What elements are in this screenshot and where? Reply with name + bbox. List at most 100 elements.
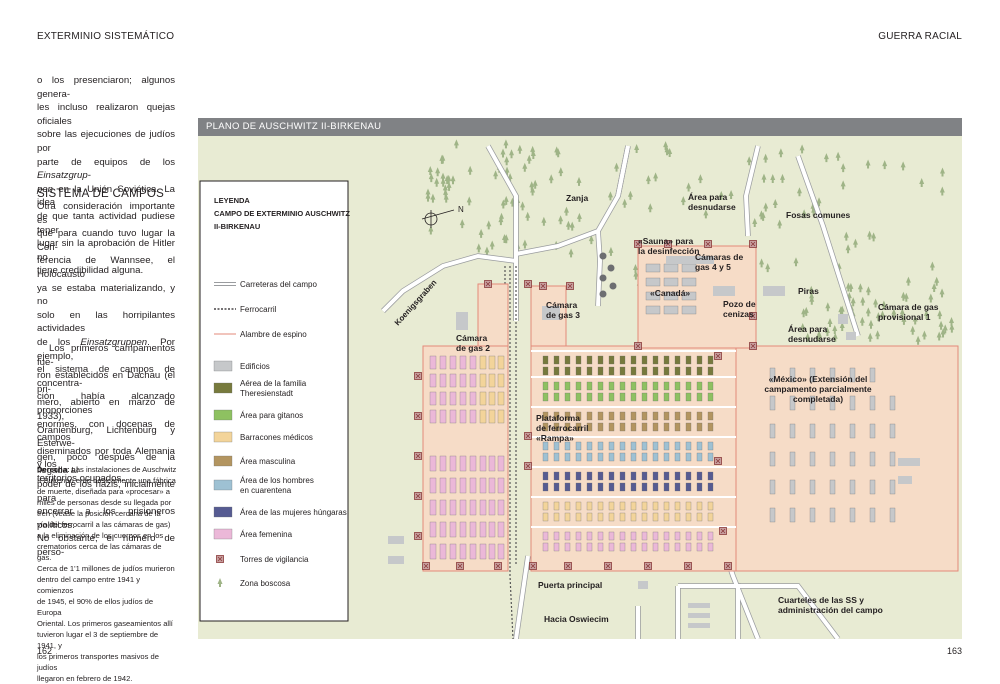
text-line: mero, abierto en marzo de 1933), — [37, 397, 175, 422]
camp-barrack — [685, 441, 692, 451]
camp-barrack — [630, 501, 637, 511]
legend-label: Área de los hombres — [240, 476, 314, 485]
warehouse — [681, 263, 697, 273]
camp-barrack — [564, 366, 571, 376]
legend-label: Carreteras del campo — [240, 280, 317, 289]
camp-barrack — [707, 471, 714, 481]
legend-swatch — [213, 528, 233, 540]
camp-barrack — [608, 501, 615, 511]
tree-icon — [800, 323, 806, 333]
label-undress-2: Área para — [788, 324, 827, 334]
camp-barrack — [696, 512, 703, 522]
camp-barrack — [564, 422, 571, 432]
tree-icon — [627, 190, 633, 200]
watchtower-cross — [645, 563, 651, 569]
tree-icon — [839, 305, 845, 315]
tree-icon — [608, 246, 614, 256]
camp-barrack — [553, 366, 560, 376]
camp-barrack — [597, 471, 604, 481]
camp-barrack — [685, 411, 692, 421]
tree-icon — [937, 310, 943, 320]
label-mexico: completada) — [793, 394, 843, 404]
medical-barrack — [488, 409, 496, 424]
label-ash-pit: Pozo de — [723, 299, 756, 309]
tree-icon — [525, 211, 531, 221]
label-gas-4-5: Cámaras de — [695, 252, 743, 262]
camp-barrack — [685, 512, 692, 522]
mexico-barrack — [869, 395, 876, 411]
watchtower-cross — [720, 528, 726, 534]
map-title: PLANO DE AUSCHWITZ II-BIRKENAU — [206, 121, 382, 132]
tree-icon — [440, 172, 446, 182]
camp-barrack — [641, 482, 648, 492]
legend-swatch — [213, 382, 233, 394]
railway — [509, 266, 514, 639]
camp-barrack — [542, 381, 549, 391]
camp-barrack — [641, 531, 648, 541]
women-barrack — [449, 391, 457, 406]
text-line: o los presenciaron; algunos genera- — [37, 75, 175, 100]
text-line: de que tanta actividad pudiese tener — [37, 210, 175, 236]
camp-barrack — [564, 452, 571, 462]
camp-barrack — [696, 366, 703, 376]
women-barrack — [449, 499, 457, 516]
tree-icon — [633, 270, 639, 280]
camp-barrack — [707, 422, 714, 432]
pool — [607, 264, 615, 272]
camp-barrack — [553, 381, 560, 391]
camp-barrack — [685, 471, 692, 481]
tree-icon — [910, 325, 916, 335]
tree-icon — [558, 167, 564, 177]
camp-barrack — [586, 355, 593, 365]
road — [796, 155, 860, 337]
women-barrack — [469, 391, 477, 406]
tree-icon — [434, 177, 440, 187]
camp-barrack — [575, 422, 582, 432]
tree-icon — [217, 578, 223, 587]
women-barrack — [469, 455, 477, 472]
camp-barrack — [641, 392, 648, 402]
women-barrack — [439, 477, 447, 494]
medical-barrack — [497, 409, 505, 424]
mexico-barrack — [849, 507, 856, 523]
tree-icon — [428, 225, 434, 235]
watchtower-cross — [495, 563, 501, 569]
legend-label: Zona boscosa — [240, 579, 291, 588]
mexico-barrack — [869, 423, 876, 439]
caption-line: a la eliminación de los cuerpos en los — [37, 531, 164, 540]
warehouse — [645, 263, 661, 273]
medical-barrack — [488, 373, 496, 388]
camp-barrack — [652, 452, 659, 462]
camp-barrack — [663, 482, 670, 492]
tree-icon — [938, 320, 944, 330]
camp-barrack — [575, 512, 582, 522]
legend-label: Área de las mujeres húngaras — [240, 508, 347, 517]
camp-barrack — [553, 512, 560, 522]
tree-icon — [667, 148, 673, 158]
tree-icon — [881, 300, 887, 310]
camp-barrack — [674, 392, 681, 402]
mexico-barrack — [849, 395, 856, 411]
medical-barrack — [497, 355, 505, 370]
tree-icon — [576, 212, 582, 222]
camp-compounds — [388, 240, 959, 628]
camp-barrack — [641, 501, 648, 511]
camp-barrack — [586, 422, 593, 432]
camp-barrack — [685, 392, 692, 402]
tree-icon — [832, 332, 838, 342]
women-barrack — [449, 521, 457, 538]
mexico-barrack — [809, 479, 816, 495]
legend-swatch — [213, 506, 233, 518]
tree-icon — [498, 216, 504, 226]
camp-barrack — [663, 411, 670, 421]
tree-icon — [761, 173, 767, 183]
camp-barrack — [685, 531, 692, 541]
mexico-barrack — [869, 367, 876, 383]
watchtower-cross — [415, 493, 421, 499]
tree-icon — [428, 173, 434, 183]
tree-icon — [939, 288, 945, 298]
tree-icon — [865, 286, 871, 296]
gas-chamber-2 — [456, 312, 468, 330]
camp-barrack — [696, 381, 703, 391]
